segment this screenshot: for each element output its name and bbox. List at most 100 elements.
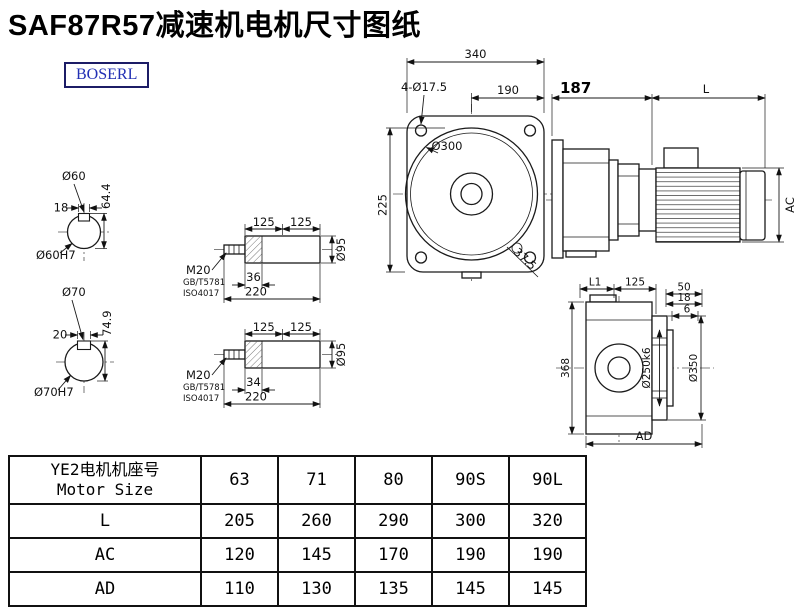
cell-L-71: 260 [277, 503, 356, 539]
bolt-hole [414, 251, 428, 264]
dim-125-label: 125 [290, 320, 312, 334]
dim-125-label: 125 [625, 277, 645, 289]
shaft70-bore-fit-label: Ø70H7 [34, 385, 74, 399]
shaft-hub-circle [449, 172, 494, 216]
motor-size-table: YE2电机机座号 Motor Size 63 71 80 90S 90L L 2… [8, 455, 587, 607]
thread-stud [223, 349, 246, 360]
motor-side-view: 187 L AC [546, 79, 797, 259]
row-label-AD: AD [8, 571, 202, 607]
cell-AC-71: 145 [277, 537, 356, 573]
shaft60-bore-fit-label: Ø60H7 [36, 248, 76, 262]
keyway-60 [77, 212, 91, 222]
cell-AD-90s: 145 [431, 571, 510, 607]
motor-size-header-cn: YE2电机机座号 [50, 460, 160, 479]
flange-plate-edge [551, 139, 564, 259]
total-length-label: 220 [245, 390, 267, 404]
adapter-ring [608, 159, 619, 241]
spigot-diameter-label: Ø250k6 [641, 347, 653, 388]
inspection-circle [594, 343, 644, 393]
total-length-label: 220 [245, 285, 267, 299]
bolt-hole [523, 251, 537, 264]
motor-body [655, 167, 741, 243]
shaft-diameter-label: Ø95 [334, 343, 348, 367]
input-shaft-top-view: 125 125 M20 GB/T5781 ISO4017 36 220 Ø95 [183, 215, 348, 303]
table-row-AC: AC 120 145 170 190 190 [8, 537, 587, 573]
gearbox-housing [562, 148, 610, 252]
size-col-90s: 90S [431, 455, 510, 505]
shaft60-diameter-label: Ø60 [62, 169, 86, 183]
shaft70-key-width-label: 20 [53, 328, 68, 342]
shaft-60-section-view: 18 64.4 Ø60 Ø60H7 [36, 169, 113, 262]
table-row-AD: AD 110 130 135 145 145 [8, 571, 587, 607]
cell-AC-90l: 190 [508, 537, 587, 573]
row-label-AC: AC [8, 537, 202, 573]
thread-length-label: 34 [246, 375, 261, 389]
thread-stud [223, 244, 246, 255]
cell-AD-63: 110 [200, 571, 279, 607]
size-col-80: 80 [354, 455, 433, 505]
keyway-70 [76, 340, 92, 351]
body-height-label: 368 [560, 358, 572, 378]
flange-diameter-label: Ø350 [688, 354, 700, 382]
shaft70-diameter-label: Ø70 [62, 285, 86, 299]
gearbox-front-view: 340 4-Ø17.5 190 Ø300 225 37.5 [376, 47, 558, 284]
motor-size-header: YE2电机机座号 Motor Size [8, 455, 202, 505]
output-side-view: 368 L1 125 50 18 6 Ø250k6 Ø350 [556, 277, 714, 448]
dim-125-label: 125 [290, 215, 312, 229]
cell-AC-63: 120 [200, 537, 279, 573]
flange-spigot [666, 329, 674, 407]
cell-L-80: 290 [354, 503, 433, 539]
shaft-diameter-label: Ø95 [334, 238, 348, 262]
plug-hole [511, 242, 523, 254]
standard-gb-label: GB/T5781 [183, 383, 225, 393]
top-lug [589, 294, 617, 303]
dim-50-label: 50 [677, 282, 690, 294]
bolt-circle-label: Ø300 [431, 139, 462, 153]
standard-iso-label: ISO4017 [183, 289, 219, 299]
flange-circle [404, 127, 539, 261]
hole-offset-label: 190 [497, 83, 519, 97]
cell-AC-90s: 190 [431, 537, 510, 573]
technical-drawing: 18 64.4 Ø60 Ø60H7 20 74.9 Ø70 [34, 47, 797, 448]
bolt-holes-label: 4-Ø17.5 [401, 80, 447, 94]
shaft60-key-height-label: 64.4 [99, 183, 113, 209]
thread-label: M20 [186, 368, 211, 382]
adapter-housing [617, 163, 640, 237]
dim-125-label: 125 [253, 320, 275, 334]
cell-AD-80: 135 [354, 571, 433, 607]
dim-125-label: 125 [253, 215, 275, 229]
dim-l1-label: L1 [589, 277, 602, 289]
dim-ad-label: AD [636, 429, 653, 443]
table-row-L: L 205 260 290 300 320 [8, 503, 587, 539]
shaft-circle [607, 356, 631, 380]
bottom-lug [461, 271, 482, 279]
thread-length-label: 36 [246, 270, 261, 284]
size-col-63: 63 [200, 455, 279, 505]
size-col-71: 71 [277, 455, 356, 505]
cell-L-90l: 320 [508, 503, 587, 539]
motor-bell [638, 168, 657, 232]
motor-size-header-en: Motor Size [56, 480, 154, 499]
shaft-bore-circle [460, 182, 483, 206]
motor-length-label: L [703, 82, 710, 96]
shaft-70-section-view: 20 74.9 Ø70 Ø70H7 [34, 285, 114, 399]
cell-AD-90l: 145 [508, 571, 587, 607]
standard-gb-label: GB/T5781 [183, 278, 225, 288]
housing-foot [565, 250, 597, 258]
gearbox-length-label: 187 [560, 79, 591, 97]
page-title: SAF87R57减速机电机尺寸图纸 [8, 10, 421, 42]
cell-AD-71: 130 [277, 571, 356, 607]
standard-iso-label: ISO4017 [183, 394, 219, 404]
cell-AC-80: 170 [354, 537, 433, 573]
thread-label: M20 [186, 263, 211, 277]
input-shaft-bottom-view: 125 125 M20 GB/T5781 ISO4017 34 220 Ø95 [183, 320, 348, 408]
cell-L-90s: 300 [431, 503, 510, 539]
flange-width-label: 340 [465, 47, 487, 61]
size-col-90l: 90L [508, 455, 587, 505]
dim-18-label: 18 [677, 292, 690, 304]
motor-height-label: AC [783, 197, 797, 213]
shaft70-key-height-label: 74.9 [100, 310, 114, 336]
center-height-label: 225 [376, 194, 390, 216]
terminal-box [663, 147, 699, 169]
